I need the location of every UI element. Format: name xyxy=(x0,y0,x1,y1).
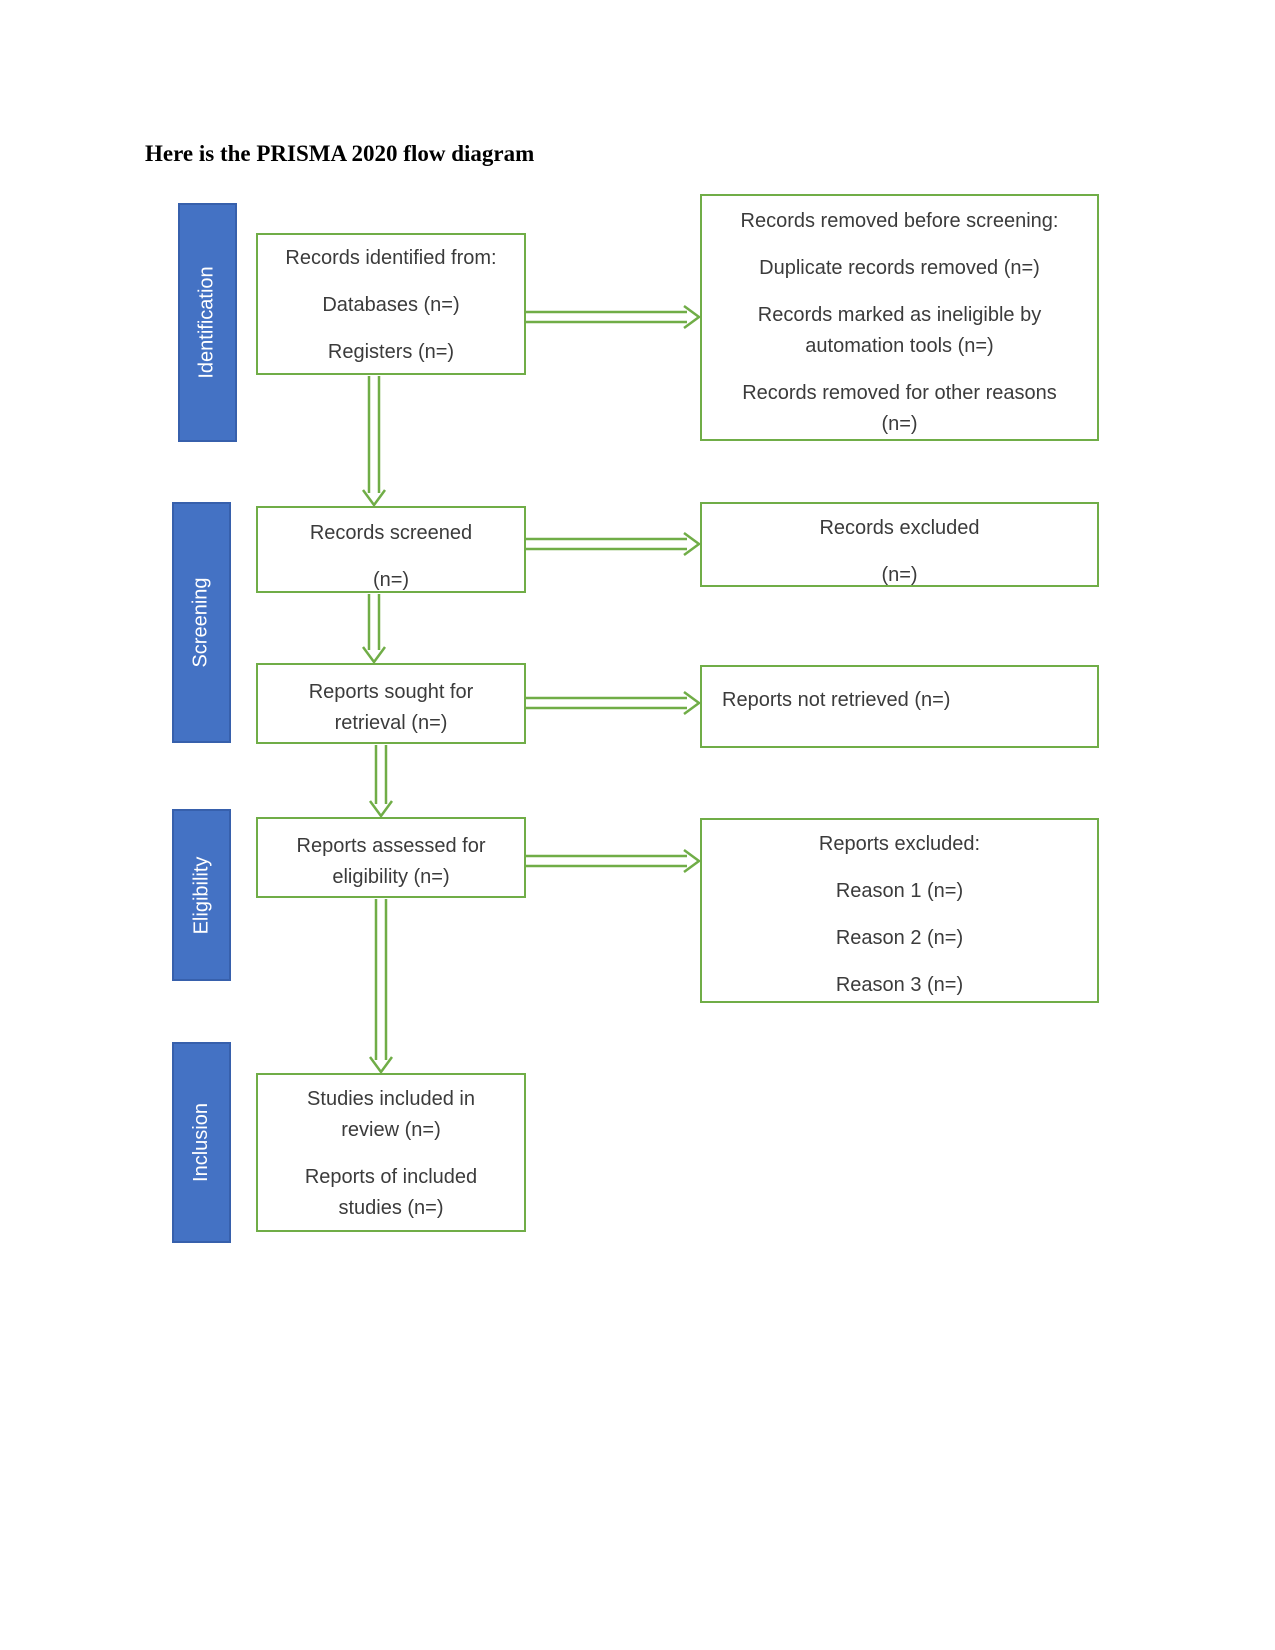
box-line: (n=) xyxy=(372,569,410,591)
records-screened-box: Records screened (n=) xyxy=(256,506,526,593)
arrow-assessed-to-excluded xyxy=(526,848,702,874)
stage-label-screening: Screening xyxy=(190,577,212,668)
box-line: studies (n=) xyxy=(338,1197,444,1219)
arrowhead xyxy=(361,489,387,508)
box-line: Reports of included xyxy=(304,1166,478,1188)
box-line: Reports excluded: xyxy=(818,833,981,855)
stage-label-inclusion: Inclusion xyxy=(190,1103,212,1182)
reports-assessed-box: Reports assessed for eligibility (n=) xyxy=(256,817,526,898)
box-line: Records removed for other reasons xyxy=(742,382,1057,404)
arrow-identified-to-screened xyxy=(361,376,387,508)
reports-sought-box: Reports sought for retrieval (n=) xyxy=(256,663,526,744)
stage-bar-screening: Screening xyxy=(172,502,231,743)
box-line: Records screened xyxy=(309,522,473,544)
arrow-identified-to-removed xyxy=(526,304,702,330)
box-line: Studies included in xyxy=(307,1088,475,1110)
arrow-screened-to-sought xyxy=(361,594,387,665)
box-line: automation tools (n=) xyxy=(805,335,994,357)
stage-label-identification: Identification xyxy=(196,266,219,379)
box-line: eligibility (n=) xyxy=(332,866,450,888)
arrowhead xyxy=(368,800,394,819)
arrow-sought-to-assessed xyxy=(368,745,394,819)
records-removed-box: Records removed before screening: Duplic… xyxy=(700,194,1099,441)
box-line: Reason 2 (n=) xyxy=(835,927,964,949)
arrowhead xyxy=(361,646,387,665)
reports-not-retrieved-box: Reports not retrieved (n=) xyxy=(700,665,1099,748)
arrow-screened-to-excluded xyxy=(526,531,702,557)
records-identified-box: Records identified from: Databases (n=) … xyxy=(256,233,526,375)
box-line: (n=) xyxy=(881,413,918,435)
box-line: review (n=) xyxy=(341,1119,441,1141)
arrowhead xyxy=(683,690,702,716)
box-line: Records identified from: xyxy=(285,247,497,269)
box-line: Reports not retrieved (n=) xyxy=(722,689,951,711)
stage-bar-eligibility: Eligibility xyxy=(172,809,231,981)
box-line: retrieval (n=) xyxy=(334,712,448,734)
box-line: Registers (n=) xyxy=(327,341,455,363)
records-excluded-box: Records excluded (n=) xyxy=(700,502,1099,587)
stage-bar-inclusion: Inclusion xyxy=(172,1042,231,1243)
studies-included-box: Studies included in review (n=) Reports … xyxy=(256,1073,526,1232)
box-line: Records excluded xyxy=(819,517,980,539)
box-line: Reason 3 (n=) xyxy=(835,974,964,996)
arrowhead xyxy=(683,304,702,330)
stage-bar-identification: Identification xyxy=(178,203,237,442)
box-line: Records marked as ineligible by xyxy=(757,304,1042,326)
box-line: Reports sought for xyxy=(308,681,474,703)
box-line: Duplicate records removed (n=) xyxy=(759,257,1040,279)
box-line: Reason 1 (n=) xyxy=(835,880,964,902)
arrowhead xyxy=(368,1056,394,1075)
arrow-sought-to-not-retrieved xyxy=(526,690,702,716)
arrowhead xyxy=(683,848,702,874)
reports-excluded-box: Reports excluded: Reason 1 (n=) Reason 2… xyxy=(700,818,1099,1003)
stage-label-eligibility: Eligibility xyxy=(190,856,212,934)
box-line: Databases (n=) xyxy=(322,294,460,316)
box-line: Records removed before screening: xyxy=(740,210,1059,232)
box-line: (n=) xyxy=(881,564,918,586)
box-line: Reports assessed for xyxy=(296,835,486,857)
arrow-assessed-to-included xyxy=(368,899,394,1075)
arrowhead xyxy=(683,531,702,557)
page-title: Here is the PRISMA 2020 flow diagram xyxy=(145,141,535,166)
